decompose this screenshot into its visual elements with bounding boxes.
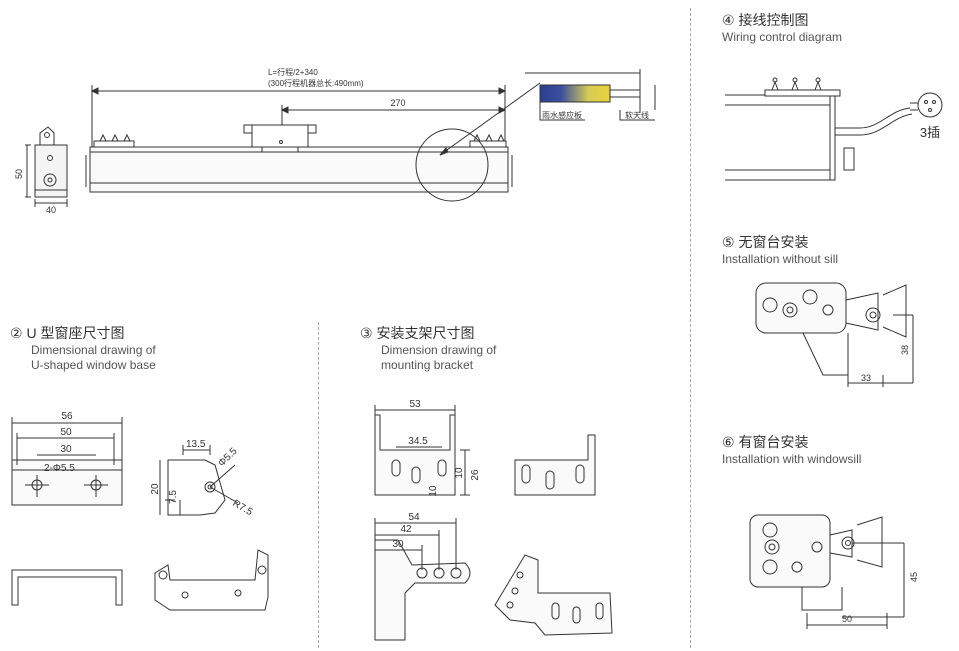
divider-right [690, 8, 691, 648]
dim-33: 33 [861, 373, 871, 383]
mounting-bracket-drawing: 53 34.5 10 10 26 54 42 30 [374, 399, 613, 641]
section-install-sill: ⑥ 有窗台安装 Installation with windowsill [722, 432, 861, 467]
section-subtitle: Installation with windowsill [722, 452, 862, 466]
dim-13-5: 13.5 [186, 439, 206, 450]
antenna-label: 软天线 [625, 110, 649, 120]
install-no-sill-drawing: 38 33 [755, 282, 914, 387]
section-subtitle: Wiring control diagram [722, 30, 843, 44]
section-install-no-sill: ⑤ 无窗台安装 Installation without sill [722, 232, 838, 267]
dim-38: 38 [900, 345, 910, 355]
main-actuator-drawing: 50 40 L=行程/2+340 (300行程机器总长:490mm) 270 雨… [14, 67, 656, 215]
section-subtitle-1: Dimensional drawing of [31, 343, 156, 357]
hole-label: 2-Φ5.5 [44, 463, 75, 474]
dim-50: 50 [842, 614, 852, 624]
section-subtitle: Installation without sill [722, 252, 839, 266]
dim-10a: 10 [454, 467, 465, 479]
section-mounting-bracket: ③ 安装支架尺寸图 Dimension drawing of mounting … [360, 323, 496, 373]
section-title: U 型窗座尺寸图 [26, 325, 125, 341]
install-sill-drawing: 45 50 [749, 514, 919, 629]
section-number: ② [10, 325, 23, 341]
section-number: ⑥ [722, 434, 735, 450]
plug-label: 3插 [920, 125, 940, 140]
section-title: 有窗台安装 [738, 434, 809, 450]
section-subtitle-2: mounting bracket [381, 358, 474, 372]
section-number: ⑤ [722, 234, 735, 250]
divider-middle [318, 322, 319, 648]
dim-end-height: 50 [14, 169, 24, 179]
dim-30: 30 [392, 539, 404, 550]
dim-r75: R7.5 [231, 498, 255, 518]
section-title: 无窗台安装 [738, 234, 809, 250]
length-formula: L=行程/2+340 [268, 67, 318, 77]
section-title: 接线控制图 [738, 12, 809, 28]
section-number: ④ [722, 12, 735, 28]
dim-30: 30 [60, 444, 72, 455]
dim-10b: 10 [428, 485, 439, 497]
dim-end-width: 40 [46, 205, 56, 215]
dim-42: 42 [400, 524, 412, 535]
section-u-base: ② U 型窗座尺寸图 Dimensional drawing of U-shap… [10, 323, 156, 373]
dim-phi55: Φ5.5 [216, 446, 240, 470]
dim-34-5: 34.5 [408, 436, 428, 447]
dim-270: 270 [390, 98, 405, 108]
length-note: (300行程机器总长:490mm) [268, 78, 364, 88]
rain-sensor-label: 雨水感应板 [542, 110, 582, 120]
section-number: ③ [360, 325, 373, 341]
section-title: 安装支架尺寸图 [376, 325, 475, 341]
u-base-drawing: 56 50 30 2-Φ5.5 13.5 20 7.5 Φ5.5 R7.5 [11, 411, 269, 611]
section-subtitle-1: Dimension drawing of [381, 343, 497, 357]
dim-26: 26 [470, 469, 481, 481]
dim-53: 53 [409, 399, 421, 410]
wiring-diagram: 3插 [725, 77, 943, 181]
dim-7-5: 7.5 [168, 490, 179, 504]
dim-50: 50 [60, 427, 72, 438]
dim-20: 20 [150, 483, 161, 495]
dim-45: 45 [909, 572, 919, 582]
section-subtitle-2: U-shaped window base [31, 358, 156, 372]
dim-56: 56 [61, 411, 73, 422]
section-wiring: ④ 接线控制图 Wiring control diagram [722, 10, 842, 45]
dim-54: 54 [408, 512, 420, 523]
